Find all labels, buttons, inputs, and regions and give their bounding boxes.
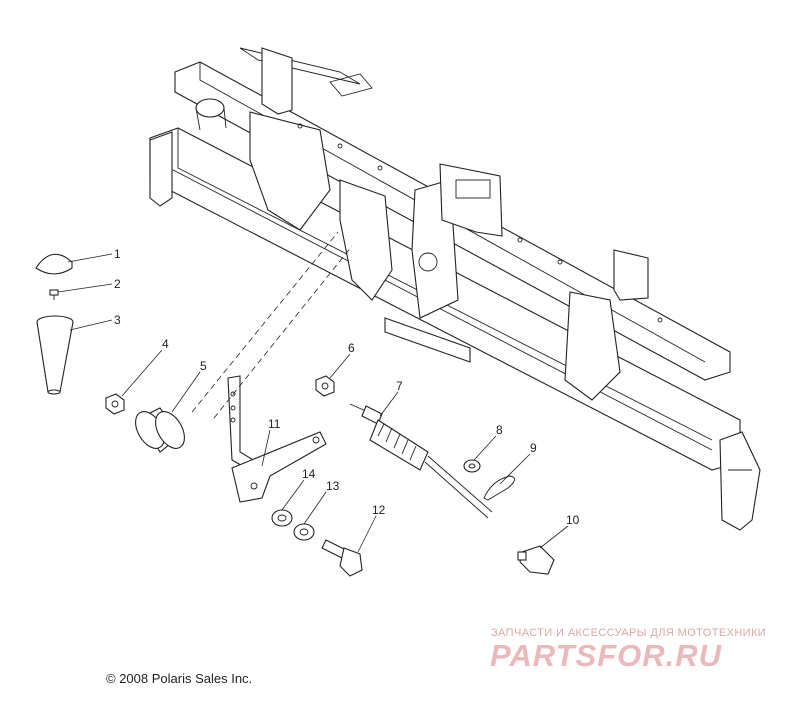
callout-4: 4 [162,337,169,351]
callout-8: 8 [496,423,503,437]
part-7-shift-cable [349,403,493,519]
callout-10: 10 [566,513,580,527]
callout-7: 7 [396,379,403,393]
callout-9: 9 [530,441,537,455]
callout-2: 2 [114,277,121,291]
callout-6: 6 [348,341,355,355]
part-12-bolt [321,539,363,577]
part-4-nut [105,393,125,415]
part-3-knob-body [36,315,74,395]
callout-1: 1 [114,247,121,261]
callout-3: 3 [114,313,121,327]
frame-assembly [149,47,761,531]
part-11-bracket [231,431,327,503]
part-6-nut [315,375,335,397]
callout-13: 13 [326,479,340,493]
leader-lines [57,231,569,553]
callout-5: 5 [200,359,207,373]
callout-labels: 1 2 3 4 5 6 7 8 9 10 11 12 13 14 [114,247,580,527]
part-13-washer [293,523,315,541]
part-2-screw [49,289,59,300]
watermark-tagline: ЗАПЧАСТИ И АКСЕССУАРЫ ДЛЯ МОТОТЕХНИКИ [491,627,767,639]
part-10-cable-clamp [517,545,555,575]
watermark-brand: PARTSFOR.RU [490,638,723,673]
callout-12: 12 [372,503,386,517]
part-9-clip [483,475,515,501]
callout-11: 11 [268,417,281,431]
part-14-washer [271,509,293,527]
part-5-bushing [135,407,185,453]
part-1-knob-cap [35,253,73,275]
copyright-text: © 2008 Polaris Sales Inc. [106,671,253,686]
part-8-washer [463,459,481,473]
callout-14: 14 [302,467,316,481]
